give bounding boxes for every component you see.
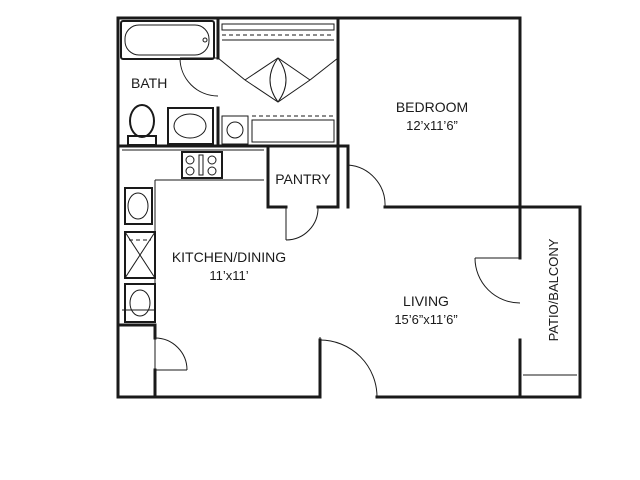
kitchen-size: 11’x11’ [209, 268, 248, 283]
toilet [127, 104, 157, 146]
kitchen-label: KITCHEN/DINING [172, 249, 286, 265]
patio-label: PATIO/BALCONY [546, 238, 561, 341]
entry-door [319, 337, 378, 398]
closet-shelves [221, 23, 335, 41]
living-size: 15’6”x11’6” [394, 312, 457, 327]
bedroom-size: 12’x11’6” [406, 118, 458, 133]
closet-shelf-lower [251, 115, 335, 143]
pantry-label: PANTRY [275, 171, 331, 187]
water-heater [221, 115, 249, 145]
pantry-door [285, 206, 319, 241]
bath-sink [167, 107, 214, 145]
patio-door [474, 257, 521, 304]
closet-bifold-doors [217, 57, 339, 103]
refrigerator [124, 283, 156, 323]
bath-label: BATH [131, 75, 167, 91]
dishwasher [124, 231, 156, 279]
bedroom-door [347, 164, 386, 208]
exterior-walls [116, 16, 582, 399]
bathtub [120, 20, 215, 60]
kitchen-sink [124, 187, 153, 225]
living-label: LIVING [403, 293, 449, 309]
bedroom-label: BEDROOM [396, 99, 468, 115]
interior-walls [116, 16, 522, 399]
stove [181, 151, 223, 179]
closet-door [154, 337, 188, 371]
bath-door [179, 57, 219, 97]
